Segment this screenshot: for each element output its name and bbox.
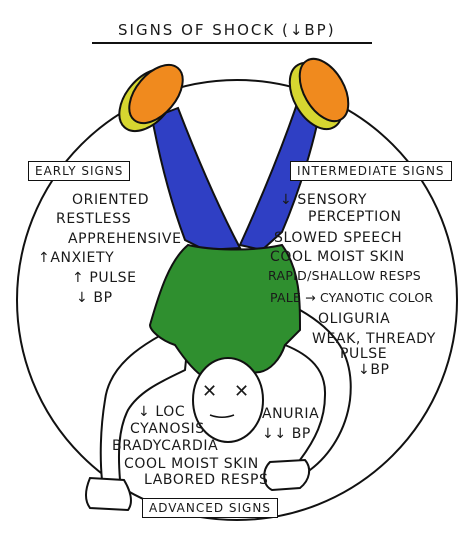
intermediate-sign-item: RAPID/SHALLOW RESPS [268, 268, 422, 283]
advanced-sign-item: CYANOSIS [130, 421, 205, 437]
early-sign-item: ↓ BP [76, 290, 113, 306]
intermediate-sign-item: PERCEPTION [308, 209, 402, 225]
mouth [209, 414, 235, 418]
right-shoe [288, 57, 350, 131]
advanced-sign-item: LABORED RESPS [144, 472, 269, 488]
intermediate-sign-item: ↓ SENSORY [280, 192, 368, 208]
left-eye: ✕ [202, 381, 218, 402]
intermediate-sign-item: SLOWED SPEECH [274, 230, 403, 246]
advanced-sign-item: COOL MOIST SKIN [124, 456, 259, 472]
shirt [148, 243, 302, 380]
intermediate-sign-item: ↓BP [358, 362, 390, 378]
advanced-sign-item: BRADYCARDIA [112, 438, 219, 454]
head [192, 357, 264, 443]
advanced-signs-label: ADVANCED SIGNS [142, 498, 278, 518]
left-shoe [118, 63, 184, 132]
left-hand [84, 476, 132, 512]
early-sign-item: ↑ PULSE [72, 270, 137, 286]
early-sign-item: ORIENTED [72, 192, 150, 208]
advanced-sign-item: ANURIA [262, 406, 320, 422]
early-sign-item: RESTLESS [56, 211, 132, 227]
left-leg [150, 106, 242, 252]
advanced-sign-item: ↓ LOC [138, 404, 186, 420]
advanced-sign-item: ↓↓ BP [262, 426, 311, 442]
intermediate-signs-label: INTERMEDIATE SIGNS [290, 161, 452, 181]
intermediate-sign-item: WEAK, THREADY [312, 331, 436, 347]
page-title: SIGNS OF SHOCK (↓BP) [118, 21, 336, 39]
intermediate-sign-item: PULSE [340, 346, 388, 362]
intermediate-sign-item: COOL MOIST SKIN [270, 249, 405, 265]
intermediate-sign-item: PALE → CYANOTIC COLOR [270, 290, 434, 305]
early-sign-item: APPREHENSIVE [68, 231, 182, 247]
intermediate-sign-item: OLIGURIA [318, 311, 391, 327]
early-sign-item: ↑ANXIETY [38, 250, 115, 266]
right-hand [263, 458, 311, 492]
right-eye: ✕ [234, 381, 250, 402]
early-signs-label: EARLY SIGNS [28, 161, 131, 181]
outline-circle [16, 79, 458, 521]
